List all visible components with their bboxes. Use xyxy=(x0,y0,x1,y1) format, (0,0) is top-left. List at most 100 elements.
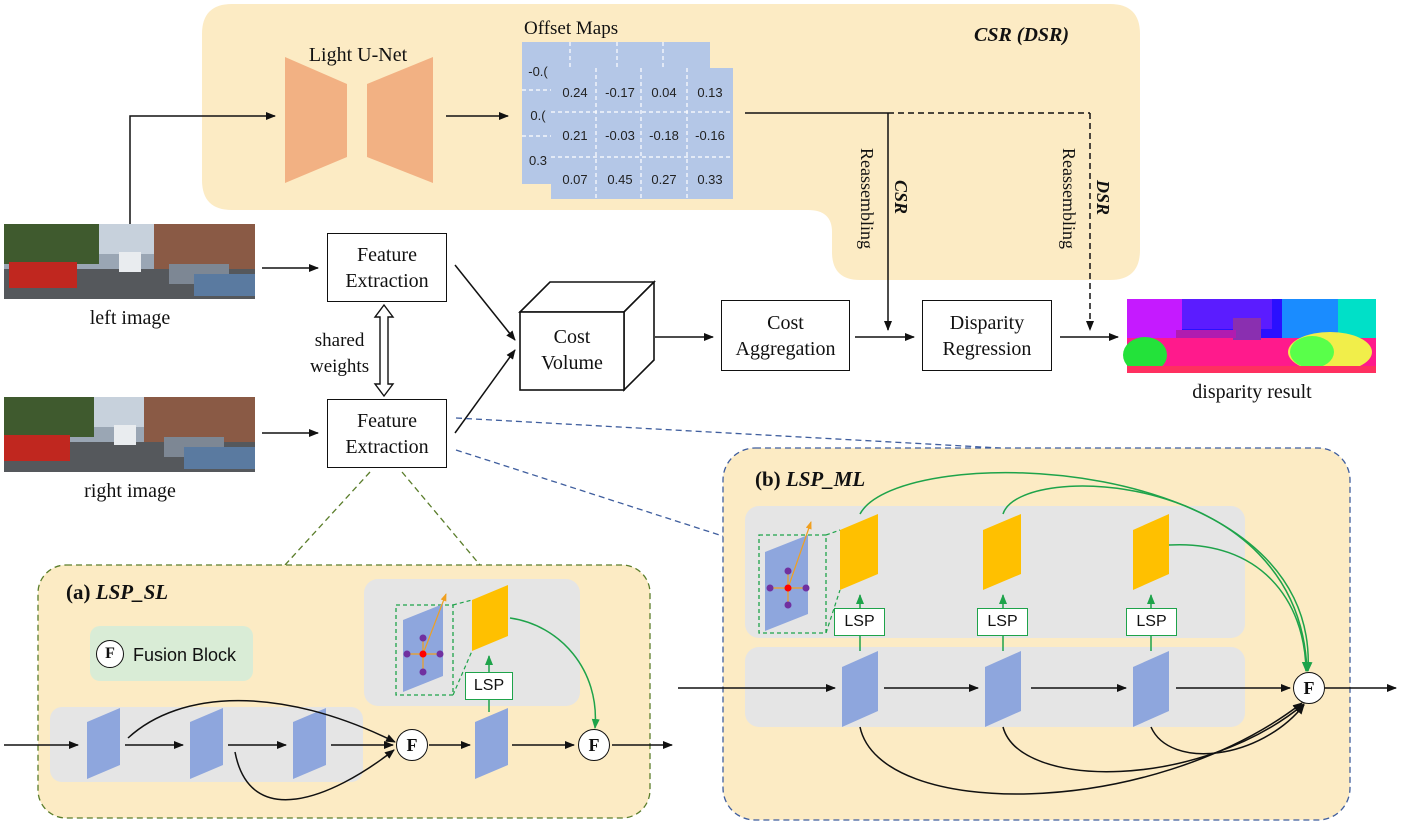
panel-a-legend-bg xyxy=(90,626,253,681)
panel-b-inset-link-top xyxy=(825,529,841,536)
dsr-tag: DSR xyxy=(1093,180,1113,216)
panel-b-feature-3 xyxy=(1133,651,1169,727)
right-image-photo xyxy=(4,397,255,472)
offset-cell: -0.16 xyxy=(695,128,725,143)
unet-encoder-shape xyxy=(285,57,347,183)
legend-fusion-icon: F xyxy=(96,640,124,668)
panel-b-fusion-block: F xyxy=(1293,672,1325,704)
panel-a-fusion-block-2: F xyxy=(578,729,610,761)
panel-b-lsp-box-3: LSP xyxy=(1126,608,1177,636)
panel-b-inset-feature xyxy=(765,535,808,631)
offset-back-value-1: -0.( xyxy=(528,64,548,79)
panel-a-fusion-block-1: F xyxy=(396,729,428,761)
panel-a-green-curve xyxy=(509,617,600,729)
panel-b-lsp-output-1 xyxy=(840,514,878,590)
shared-weights-line1: shared xyxy=(314,330,365,351)
csr-panel-title: CSR (DSR) xyxy=(974,24,1070,46)
left-image-photo xyxy=(4,224,255,299)
offset-maps-label: Offset Maps xyxy=(524,18,619,39)
offset-map-grid xyxy=(522,42,733,199)
panel-b-name: LSP_ML xyxy=(785,467,866,491)
dash-blue-top xyxy=(455,417,1001,449)
feature-extraction-line1: Feature xyxy=(357,243,417,266)
csr-reassembling-text: Reassembling xyxy=(857,148,877,249)
offset-cell: 0.45 xyxy=(607,172,633,187)
cost-volume-label: Cost Volume xyxy=(520,324,624,376)
panel-b-feature-1 xyxy=(842,651,878,727)
panel-a-lsp-box: LSP xyxy=(465,672,513,700)
offset-cell: -0.03 xyxy=(605,128,635,143)
left-image-label: left image xyxy=(89,307,171,329)
cost-volume-line1: Cost xyxy=(553,326,591,348)
offset-cell: -0.17 xyxy=(605,85,635,100)
cost-aggregation-line2: Aggregation xyxy=(735,337,836,360)
offset-cell: 0.27 xyxy=(651,172,677,187)
panel-b-green-curve-1 xyxy=(859,471,1313,672)
panel-a-lsp-output xyxy=(472,585,508,651)
panel-b-skip-3 xyxy=(1150,704,1305,755)
cost-aggregation-line1: Cost xyxy=(767,311,804,334)
panel-b-skip-1 xyxy=(859,702,1303,795)
panel-b-lsp-box-2: LSP xyxy=(977,608,1028,636)
unet-decoder-shape xyxy=(367,57,433,183)
shared-weights-label: shared weights xyxy=(310,328,369,380)
panel-a-feature-2 xyxy=(190,708,223,779)
panel-b-sampling-points xyxy=(766,521,812,609)
offset-cell: -0.18 xyxy=(649,128,679,143)
disparity-regression-line2: Regression xyxy=(942,337,1032,360)
shared-weights-line2: weights xyxy=(310,356,370,377)
panel-b-tag: (b) xyxy=(755,467,781,491)
disparity-result-image xyxy=(1123,299,1376,373)
panel-a-title: (a) LSP_SL xyxy=(66,580,168,604)
arrow-left-to-unet xyxy=(129,112,276,225)
offset-back-value-2: 0.( xyxy=(530,108,546,123)
feature-extraction-line2: Extraction xyxy=(345,435,429,458)
right-image-scene xyxy=(4,397,255,472)
arrow-fe2-to-cv xyxy=(454,349,516,434)
left-image-scene xyxy=(4,224,255,299)
arrow-fe1-to-cv xyxy=(454,264,516,341)
panel-a-tag: (a) xyxy=(66,580,91,604)
cost-volume-line2: Volume xyxy=(541,352,603,374)
panel-b-lsp-output-2 xyxy=(983,514,1021,590)
panel-a-feature-1 xyxy=(87,708,120,779)
panel-a-inset-link-bottom xyxy=(452,650,473,696)
panel-b-skip-2 xyxy=(1002,703,1305,773)
offset-cell: 0.24 xyxy=(562,85,588,100)
disparity-regression-line1: Disparity xyxy=(949,311,1025,334)
feature-extraction-line1: Feature xyxy=(357,409,417,432)
csr-tag: CSR xyxy=(891,180,911,215)
panel-a-inset-link-top xyxy=(452,599,473,606)
panel-a-name: LSP_SL xyxy=(95,580,169,604)
offset-cell: 0.21 xyxy=(562,128,588,143)
offset-cell: 0.33 xyxy=(697,172,723,187)
dash-green-left xyxy=(284,471,371,566)
right-image-label: right image xyxy=(84,480,176,502)
panel-b-title: (b) LSP_ML xyxy=(755,467,865,491)
panel-a-skip-bottom xyxy=(234,749,395,801)
panel-a-sampling-points xyxy=(403,593,447,676)
offset-cell: 0.13 xyxy=(697,85,723,100)
panel-a-skip-top xyxy=(127,699,396,743)
disparity-result-label: disparity result xyxy=(1192,381,1312,403)
panel-b-inset-link-bottom xyxy=(825,589,841,634)
panel-b-inset-frame xyxy=(758,534,827,634)
unet-label: Light U-Net xyxy=(308,44,408,66)
legend-fusion-text: Fusion Block xyxy=(133,645,237,665)
panel-b-lsp-box-1: LSP xyxy=(834,608,885,636)
dash-blue-bottom xyxy=(455,449,736,541)
panel-a-inset-frame xyxy=(395,604,454,696)
shared-weights-arrow xyxy=(373,303,395,398)
panel-a-feature-4 xyxy=(475,708,508,779)
offset-back-value-3: 0.3 xyxy=(528,153,548,168)
dash-green-right xyxy=(401,471,481,566)
panel-b-green-curve-3 xyxy=(1168,544,1310,672)
panel-a-feature-3 xyxy=(293,708,326,779)
dsr-reassembling-text: Reassembling xyxy=(1059,148,1079,249)
